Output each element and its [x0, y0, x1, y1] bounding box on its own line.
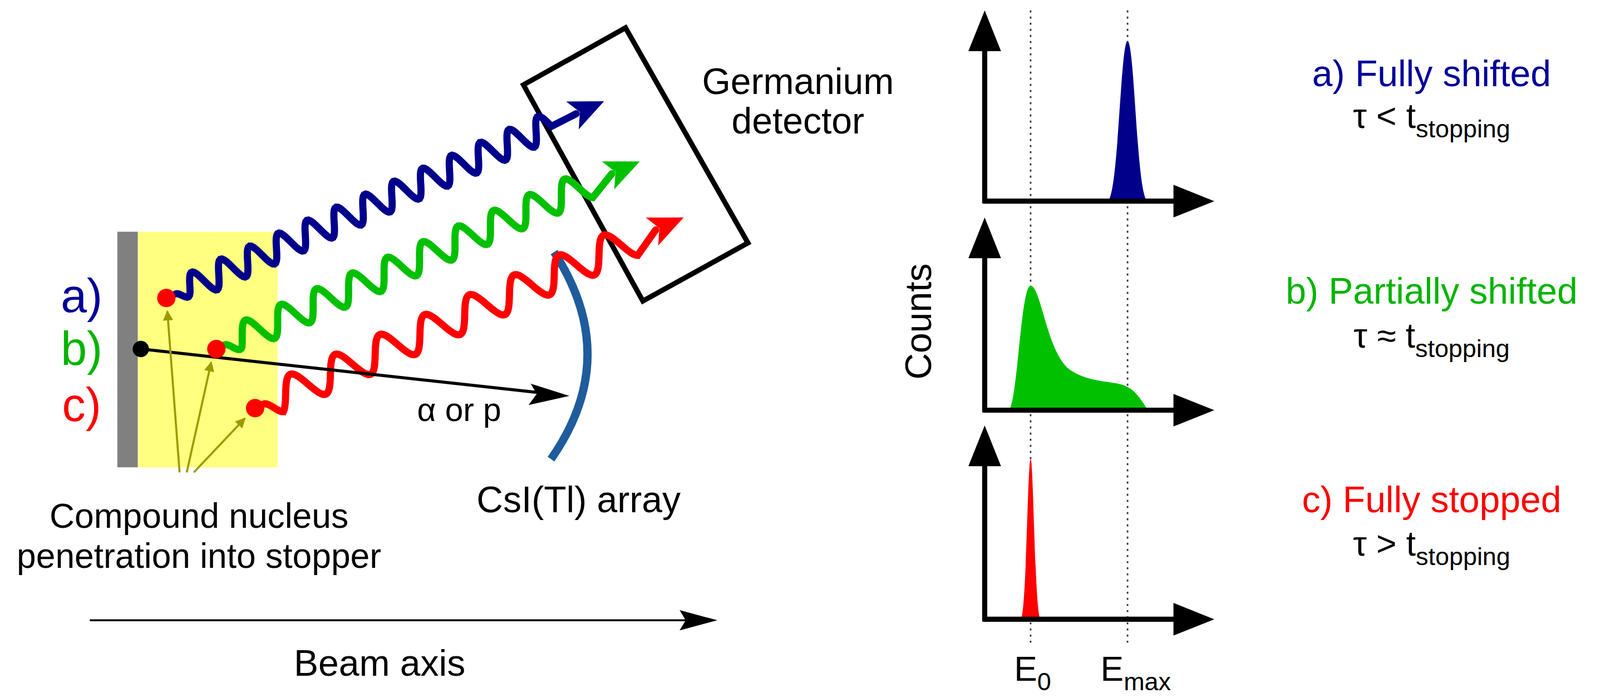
- energy-label: E: [1100, 650, 1125, 689]
- lifetime-condition: τ > t: [1352, 524, 1416, 564]
- axis-label: Counts: [897, 263, 939, 380]
- leader-line: [193, 418, 245, 473]
- gamma-rays: [175, 101, 684, 412]
- lifetime-condition-group: τ ≈ tstopping: [1353, 317, 1510, 363]
- beam-axis-arrowhead: [679, 610, 718, 632]
- case-title: c) Fully stopped: [1302, 479, 1562, 521]
- leader-line: [186, 362, 212, 473]
- energy-label-group: Emax: [1100, 650, 1171, 696]
- x-arrowhead: [1173, 603, 1215, 637]
- y-axis: [982, 459, 988, 623]
- y-arrowhead: [968, 425, 1002, 467]
- subscript: stopping: [1415, 334, 1510, 363]
- array-label-group: CsI(Tl) array: [476, 479, 681, 521]
- axis-arrowheads: [968, 10, 1215, 637]
- beam-axis-line: [89, 619, 689, 622]
- gamma-wave: [175, 114, 576, 298]
- detector-label-group: Germanium detector: [665, 61, 931, 141]
- lifetime-condition: τ < t: [1352, 97, 1416, 136]
- energy-label-group: E0: [1013, 650, 1052, 696]
- case-label: c): [62, 378, 102, 432]
- case-label-group: a): [60, 269, 103, 322]
- reaction-point: [132, 341, 149, 358]
- lifetime-condition: τ ≈ t: [1353, 316, 1416, 356]
- plot-axes: [982, 41, 1184, 622]
- axis-label: Beam axis: [293, 642, 466, 684]
- y-axis: [982, 250, 988, 413]
- gamma-arrowhead: [601, 161, 640, 190]
- array-label: CsI(Tl) array: [476, 479, 681, 521]
- case-title: b) Partially shifted: [1285, 269, 1578, 312]
- case-label: b): [60, 322, 103, 376]
- stopper-note-group: Compound nucleus penetration into stoppe…: [0, 496, 398, 577]
- x-axis: [982, 407, 1184, 413]
- case-title-group: c) Fully stopped: [1302, 479, 1562, 521]
- x-axis: [982, 617, 1184, 623]
- detector-label: Germanium detector: [701, 60, 894, 141]
- partially-shifted-peak: [1008, 286, 1149, 411]
- case-label-group: c): [62, 379, 102, 432]
- compound-nucleus-dot: [245, 399, 265, 418]
- particle-label: α or p: [416, 391, 501, 428]
- subscript: 0: [1037, 667, 1052, 697]
- x-arrowhead: [1173, 394, 1215, 427]
- subscript: stopping: [1415, 542, 1511, 571]
- lifetime-condition-group: τ < tstopping: [1352, 97, 1511, 144]
- case-title: a) Fully shifted: [1312, 52, 1552, 95]
- case-title-group: b) Partially shifted: [1285, 270, 1578, 312]
- case-title-group: a) Fully shifted: [1312, 53, 1552, 95]
- subscript: max: [1123, 667, 1171, 697]
- axis-label-group: Counts: [898, 263, 939, 380]
- y-axis: [982, 41, 988, 204]
- axis-label-group: Beam axis: [293, 643, 466, 684]
- compound-nucleus-dot: [207, 340, 226, 359]
- gamma-arrowhead: [645, 217, 684, 246]
- fully-shifted-peak: [1106, 41, 1148, 202]
- x-axis: [982, 198, 1184, 204]
- energy-label: E: [1013, 650, 1038, 689]
- gamma-arrowhead: [565, 101, 604, 130]
- compound-nucleus-dot: [156, 288, 176, 308]
- y-arrowhead: [968, 217, 1002, 259]
- subscript: stopping: [1415, 115, 1511, 144]
- leader-line: [167, 311, 180, 474]
- lifetime-condition-group: τ > tstopping: [1352, 525, 1511, 571]
- x-arrowhead: [1173, 184, 1215, 218]
- particle-arrowhead: [528, 384, 570, 406]
- case-label-group: b): [60, 323, 103, 376]
- stopper-note: Compound nucleus penetration into stoppe…: [16, 497, 382, 576]
- stopped-peak: [1020, 459, 1042, 620]
- particle-track: [140, 349, 541, 394]
- particle-label-group: α or p: [416, 392, 501, 429]
- y-arrowhead: [968, 10, 1002, 52]
- case-label: a): [60, 269, 103, 322]
